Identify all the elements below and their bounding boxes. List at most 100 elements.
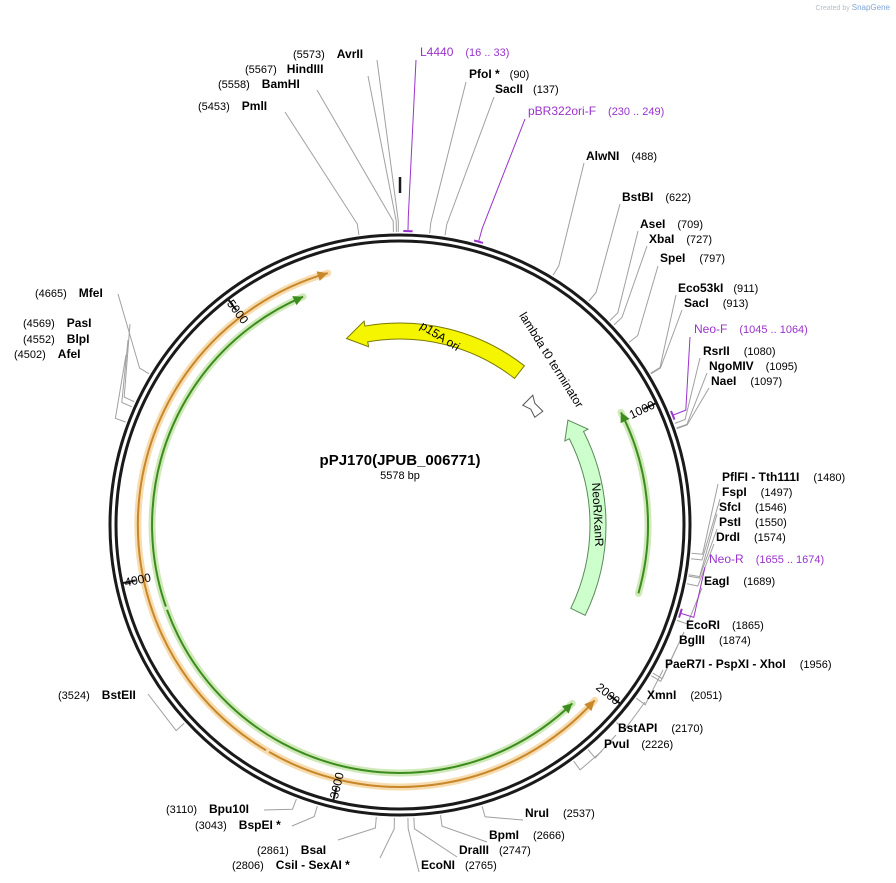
- leader-line-10: [628, 265, 659, 343]
- green-frame-c-line: [620, 411, 649, 594]
- leader-line-35: [263, 798, 297, 811]
- site-spei[interactable]: SpeI(797): [660, 251, 725, 265]
- site-bstbi[interactable]: BstBI(622): [622, 190, 691, 204]
- orange-frame-a-glow: [134, 269, 332, 780]
- leader-line-1: [367, 75, 397, 233]
- site-afei[interactable]: (4502)AfeI: [14, 347, 80, 361]
- green-frame-b-glow: [163, 606, 576, 777]
- site-nrui[interactable]: NruI(2537): [525, 806, 595, 820]
- backbone: [108, 177, 692, 817]
- green-frame-a-line: [151, 295, 316, 759]
- feature-p15a-ori[interactable]: p15A ori: [345, 319, 526, 380]
- site-bglii[interactable]: BglII(1874): [679, 633, 751, 647]
- site-xmni[interactable]: XmnI(2051): [647, 688, 722, 702]
- feature-arcs: [134, 269, 652, 791]
- site-fspi[interactable]: FspI(1497): [722, 485, 792, 499]
- leader-line-0: [376, 59, 399, 232]
- site-bsteii[interactable]: (3524)BstEII: [58, 688, 136, 702]
- site-ecori[interactable]: EcoRI(1865): [686, 618, 764, 632]
- site-csii-sexai[interactable]: (2806)CsiI - SexAI *: [232, 858, 350, 872]
- primer-label-neo-r[interactable]: Neo-R(1655 .. 1674): [709, 552, 824, 566]
- primer-label-pbr322ori-f[interactable]: pBR322ori-F(230 .. 249): [528, 104, 664, 118]
- primer-mark-neo-f: [670, 410, 676, 420]
- site-econi[interactable]: EcoNI(2765): [421, 858, 497, 872]
- p15a-ori-arrow: [345, 320, 526, 380]
- site-pmli[interactable]: (5453)PmlI: [198, 99, 267, 113]
- leader-line-12: [650, 309, 683, 375]
- leader-line-25: [616, 701, 646, 731]
- site-drdi[interactable]: DrdI(1574): [716, 530, 786, 544]
- site-paer7i-pspxi-xhoi[interactable]: PaeR7I - PspXI - XhoI(1956): [665, 657, 832, 671]
- tick-mark-3000: [332, 787, 338, 802]
- feature-lambda-t0-terminator[interactable]: lambda t0 terminator: [516, 310, 586, 418]
- site-bamhi[interactable]: (5558)BamHI: [218, 77, 300, 91]
- site-hindiii[interactable]: (5567)HindIII: [245, 62, 323, 76]
- primer-mark-neo-r: [678, 608, 683, 618]
- site-eagi[interactable]: EagI(1689): [704, 574, 775, 588]
- leader-line-15: [676, 387, 710, 430]
- primer-leader-line-1: [478, 118, 526, 241]
- leader-line-34: [291, 805, 318, 827]
- site-ngomiv[interactable]: NgoMIV(1095): [709, 359, 797, 373]
- site-psti[interactable]: PstI(1550): [719, 515, 787, 529]
- leader-line-39: [123, 323, 135, 403]
- leader-line-16: [691, 483, 719, 555]
- backbone-inner-strand: [114, 239, 686, 811]
- leader-line-11: [650, 294, 677, 374]
- leader-line-29: [440, 815, 488, 843]
- site-bpmi[interactable]: BpmI(2666): [489, 828, 565, 842]
- tick-mark-2000: [608, 694, 622, 705]
- site-asei[interactable]: AseI(709): [640, 217, 703, 231]
- site-alwni[interactable]: AlwNI(488): [586, 149, 657, 163]
- site-eco53ki[interactable]: Eco53kI(911): [678, 281, 758, 295]
- site-avrii[interactable]: (5573)AvrII: [293, 47, 363, 61]
- site-saci[interactable]: SacI(913): [684, 296, 748, 310]
- leader-line-3: [284, 111, 360, 235]
- tick-mark-1000: [643, 402, 657, 410]
- site-bspei[interactable]: (3043)BspEI *: [195, 818, 281, 832]
- leader-line-7: [588, 203, 621, 302]
- orange-frame-a-line: [136, 272, 329, 777]
- plasmid-name: pPJ170(JPUB_006771): [320, 452, 481, 469]
- site-mfei[interactable]: (4665)MfeI: [35, 286, 103, 300]
- site-bstapi[interactable]: BstAPI(2170): [618, 721, 703, 735]
- site-pasi[interactable]: (4569)PasI: [23, 316, 91, 330]
- site-xbai[interactable]: XbaI(727): [649, 232, 712, 246]
- site-rsrii[interactable]: RsrII(1080): [703, 344, 775, 358]
- leader-line-5: [444, 96, 495, 236]
- site-pfoi[interactable]: PfoI *(90): [469, 67, 529, 81]
- tick-label-5000: 5000: [224, 297, 252, 327]
- site-blpi[interactable]: (4552)BlpI: [23, 332, 89, 346]
- site-pvui[interactable]: PvuI(2226): [604, 737, 673, 751]
- green-frame-b-arrowhead-icon: [561, 703, 573, 714]
- site-bpu10i[interactable]: (3110)Bpu10I: [166, 802, 249, 816]
- primer-label-neo-f[interactable]: Neo-F(1045 .. 1064): [694, 322, 808, 336]
- plasmid-size: 5578 bp: [380, 470, 420, 482]
- site-sacii[interactable]: SacII(137): [495, 82, 559, 96]
- primer-mark-pbr322ori-f: [473, 239, 484, 244]
- site-pflfi-tth111i[interactable]: PflFI - Tth111I(1480): [722, 470, 845, 484]
- feature-neor-kanr[interactable]: NeoR/KanR: [564, 419, 607, 616]
- site-naei[interactable]: NaeI(1097): [711, 374, 782, 388]
- leader-line-9: [613, 245, 648, 326]
- leader-line-28: [481, 806, 524, 821]
- site-sfci[interactable]: SfcI(1546): [719, 500, 787, 514]
- leader-line-40: [117, 293, 150, 375]
- leader-line-30: [413, 817, 458, 858]
- orange-frame-a-arrowhead-icon: [316, 271, 328, 281]
- site-bsai[interactable]: (2861)BsaI: [257, 843, 326, 857]
- leader-line-21: [676, 587, 703, 625]
- leader-line-36: [147, 693, 185, 732]
- site-draiii[interactable]: DraIII(2747): [459, 843, 531, 857]
- leader-lines: [114, 59, 721, 873]
- green-frame-a-glow: [148, 293, 319, 762]
- tick-label-3000: 3000: [327, 771, 347, 801]
- leader-line-38: [121, 339, 133, 408]
- primer-leader-line-3: [681, 566, 706, 619]
- leader-line-32: [379, 817, 395, 859]
- primer-label-l4440[interactable]: L4440(16 .. 33): [420, 45, 509, 59]
- snapgene-brand: SnapGene: [851, 3, 890, 12]
- leader-line-31: [407, 817, 420, 873]
